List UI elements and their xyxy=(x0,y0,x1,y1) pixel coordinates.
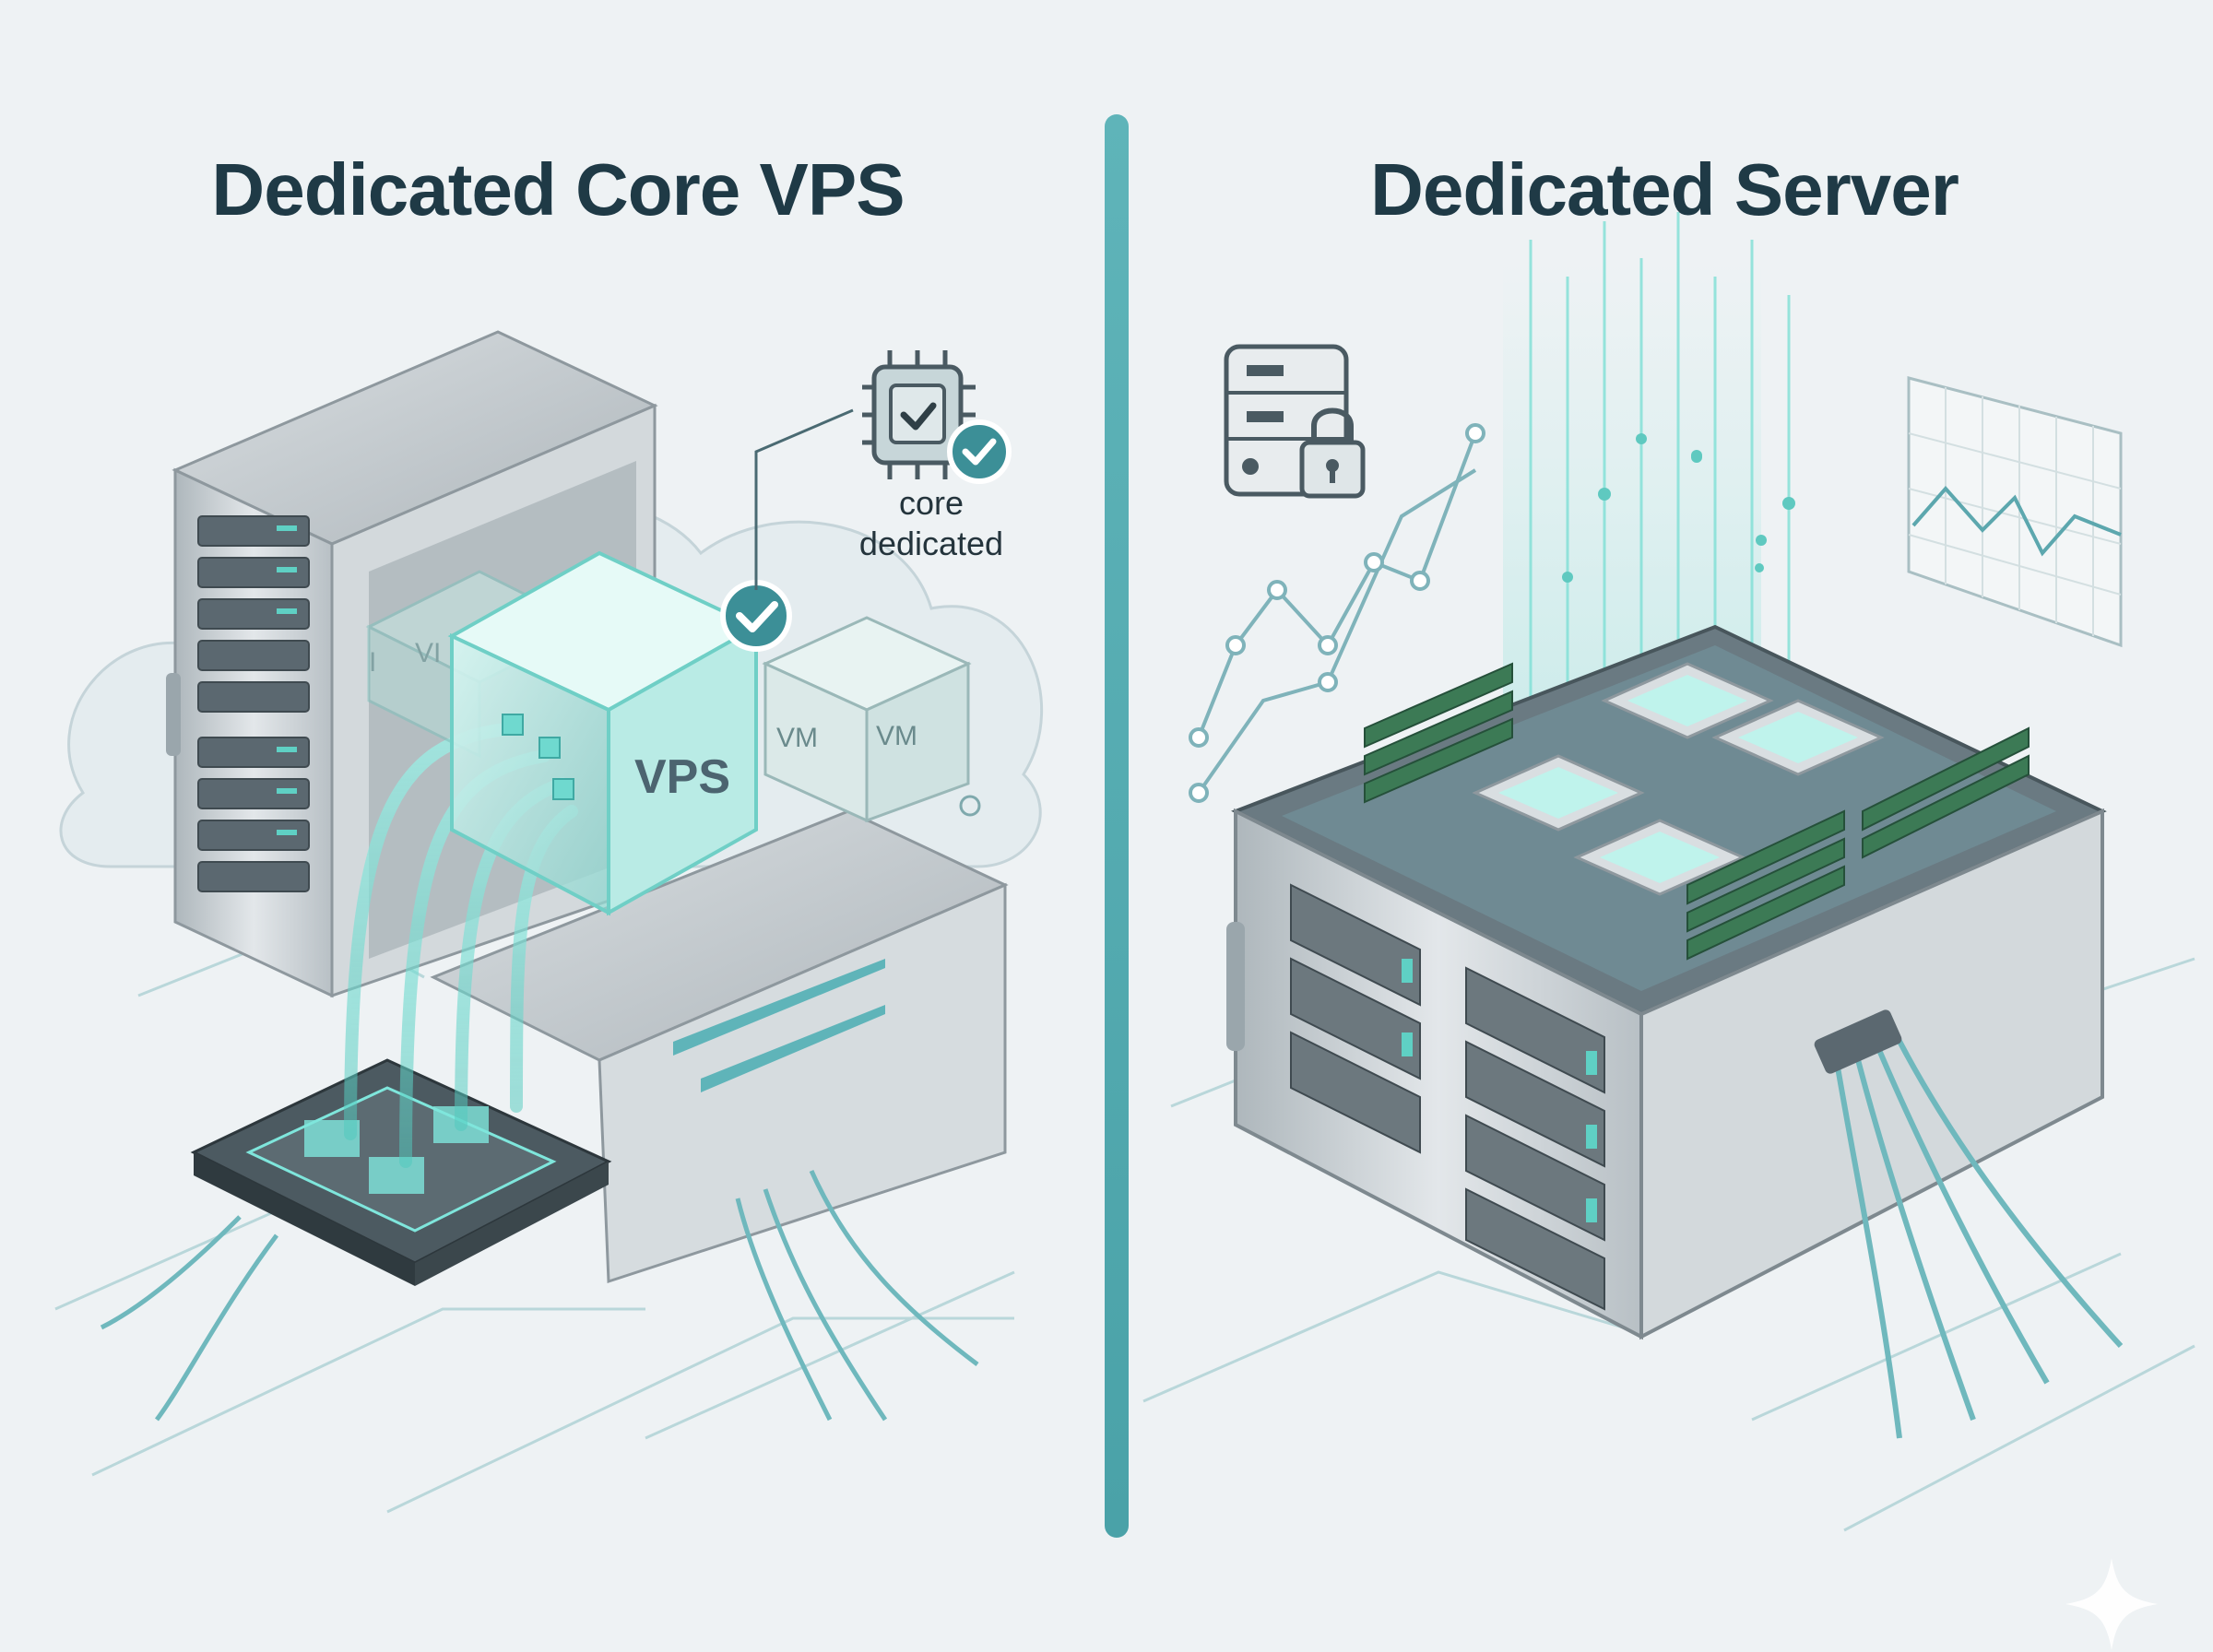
check-badge-icon xyxy=(720,580,792,652)
cpu-chip-check-icon xyxy=(862,350,1012,484)
title-dedicated-server: Dedicated Server xyxy=(1370,148,1959,230)
left-panel-illustration: VI I VM VM VPS xyxy=(54,330,1044,1514)
dedicated-server-chassis xyxy=(1226,624,2107,1340)
cpu-sockets xyxy=(1472,662,1885,896)
vps-label: VPS xyxy=(634,750,730,804)
line-chart-left xyxy=(1189,423,1485,803)
rack-units xyxy=(197,515,310,892)
drive-bays xyxy=(1290,883,1605,1311)
ram-modules xyxy=(1364,662,2030,961)
vm-label-1: VM xyxy=(776,723,818,753)
title-dedicated-core-vps: Dedicated Core VPS xyxy=(211,148,905,230)
ground-cables xyxy=(100,1169,979,1422)
vps-cube: VPS xyxy=(447,550,761,916)
vm-box-right: VM VM xyxy=(762,616,972,823)
vm-label-ghost-2: I xyxy=(369,647,376,678)
vm-label-2: VM xyxy=(876,721,917,751)
sparkle-icon xyxy=(2065,1558,2158,1650)
server-lock-icon xyxy=(1224,344,1366,499)
server-cables xyxy=(1832,1021,2124,1439)
rack-leds xyxy=(277,525,297,835)
drive-leds xyxy=(1402,959,1597,1222)
panel-divider xyxy=(1105,114,1129,1538)
callout-connector xyxy=(754,408,854,590)
line-chart-right xyxy=(1907,376,2123,648)
vps-ports xyxy=(502,714,574,800)
core-dedicated-line2: dedicated xyxy=(858,525,1004,562)
core-dedicated-label: core dedicated xyxy=(821,483,1042,564)
core-dedicated-line1: core xyxy=(898,484,964,522)
right-panel-illustration xyxy=(1142,212,2195,1532)
lower-chassis xyxy=(430,809,1009,1284)
vm-label-ghost-1: VI xyxy=(415,638,441,668)
